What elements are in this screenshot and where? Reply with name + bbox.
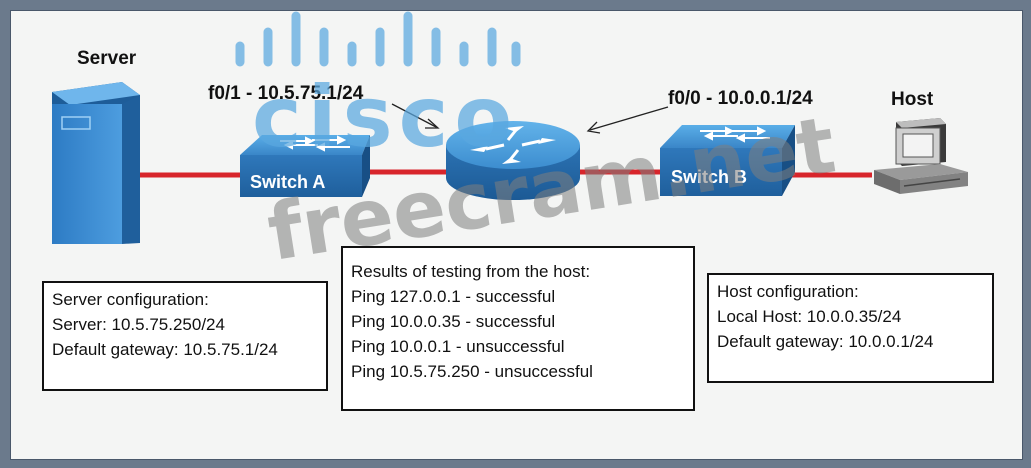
switch-b-label: Switch B [671, 167, 748, 187]
host-config-title: Host configuration: [717, 282, 859, 301]
server-config-box: Server configuration: Server: 10.5.75.25… [42, 281, 328, 391]
f00-interface-label: f0/0 - 10.0.0.1/24 [668, 88, 813, 109]
router-icon [446, 121, 580, 200]
host-label: Host [891, 89, 934, 110]
server-config-gateway: Default gateway: 10.5.75.1/24 [52, 340, 278, 359]
switch-b-icon [660, 125, 795, 196]
server-config-ip: Server: 10.5.75.250/24 [52, 315, 225, 334]
host-config-box: Host configuration: Local Host: 10.0.0.3… [707, 273, 994, 383]
server-icon [52, 82, 140, 244]
test-result-row: Ping 127.0.0.1 - successful [351, 287, 556, 306]
test-result-row: Ping 10.0.0.35 - successful [351, 312, 556, 331]
pointer-arrow-f01 [391, 103, 440, 129]
test-result-row: Ping 10.5.75.250 - unsuccessful [351, 362, 593, 381]
server-config-title: Server configuration: [52, 290, 209, 309]
test-results-title: Results of testing from the host: [351, 262, 591, 281]
test-result-row: Ping 10.0.0.1 - unsuccessful [351, 337, 565, 356]
host-pc-icon [874, 118, 968, 194]
f01-interface-label: f0/1 - 10.5.75.1/24 [208, 83, 364, 104]
cisco-logo-watermark [235, 11, 521, 67]
test-results-box: Results of testing from the host: Ping 1… [341, 246, 695, 411]
switch-a-label: Switch A [250, 172, 326, 192]
host-config-gateway: Default gateway: 10.0.0.1/24 [717, 332, 934, 351]
host-config-ip: Local Host: 10.0.0.35/24 [717, 307, 902, 326]
pointer-arrow-f00 [586, 106, 669, 134]
switch-a-icon [240, 135, 370, 197]
server-label: Server [77, 48, 137, 69]
